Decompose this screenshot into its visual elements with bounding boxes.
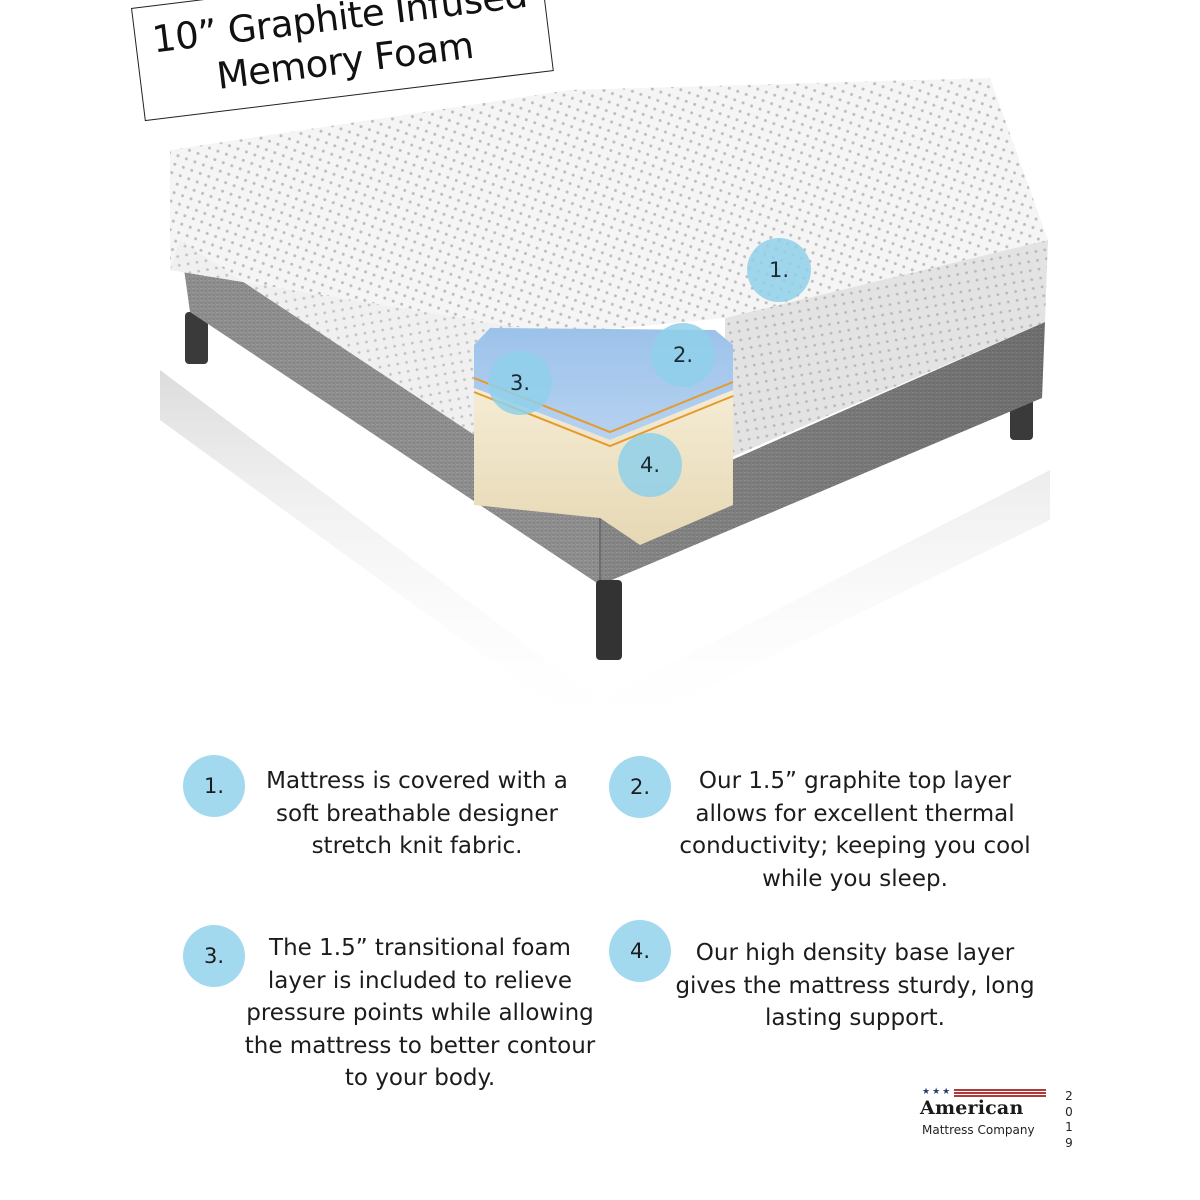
- year-digit: 9: [1065, 1135, 1073, 1150]
- brand-year: 2 0 1 9: [1062, 1089, 1076, 1151]
- flag-stripes: [954, 1089, 1046, 1097]
- svg-text:3.: 3.: [510, 371, 530, 395]
- feature-description: Our high density base layer gives the ma…: [675, 940, 1035, 1031]
- feature-description: The 1.5” transitional foam layer is incl…: [244, 935, 596, 1091]
- svg-text:4.: 4.: [640, 453, 660, 477]
- year-digit: 2: [1065, 1089, 1073, 1103]
- bed-leg: [185, 312, 208, 364]
- brand-name: American: [920, 1097, 1024, 1119]
- marker-3: 3.: [488, 351, 552, 415]
- year-digit: 0: [1065, 1104, 1073, 1119]
- marker-4: 4.: [618, 433, 682, 497]
- feature-description: Mattress is covered with a soft breathab…: [266, 768, 568, 859]
- mattress-side-shade: [725, 240, 1048, 460]
- feature-number-badge: 4.: [609, 920, 671, 982]
- feature-number-badge: 2.: [609, 756, 671, 818]
- cutaway-layers: [473, 328, 734, 545]
- mattress-top: [170, 78, 1048, 334]
- marker-2: 2.: [651, 323, 715, 387]
- svg-text:1.: 1.: [769, 258, 789, 282]
- mattress-illustration: 1. 2. 3. 4.: [160, 78, 1050, 740]
- mattress-side: [725, 240, 1048, 460]
- feature-description: Our 1.5” graphite top layer allows for e…: [679, 768, 1031, 892]
- brand-logo: ★★★ American Mattress Company: [916, 1087, 1061, 1147]
- feature-number-badge: 3.: [183, 925, 245, 987]
- star-icon: ★★★: [922, 1087, 953, 1097]
- svg-text:2.: 2.: [673, 343, 693, 367]
- feature-number-badge: 1.: [183, 755, 245, 817]
- base-side-shadow: [600, 322, 1045, 585]
- year-digit: 1: [1065, 1120, 1073, 1134]
- marker-1: 1.: [747, 238, 811, 302]
- brand-tagline: Mattress Company: [922, 1123, 1035, 1137]
- base-foam-layer: [474, 388, 733, 545]
- bed-leg: [596, 580, 622, 660]
